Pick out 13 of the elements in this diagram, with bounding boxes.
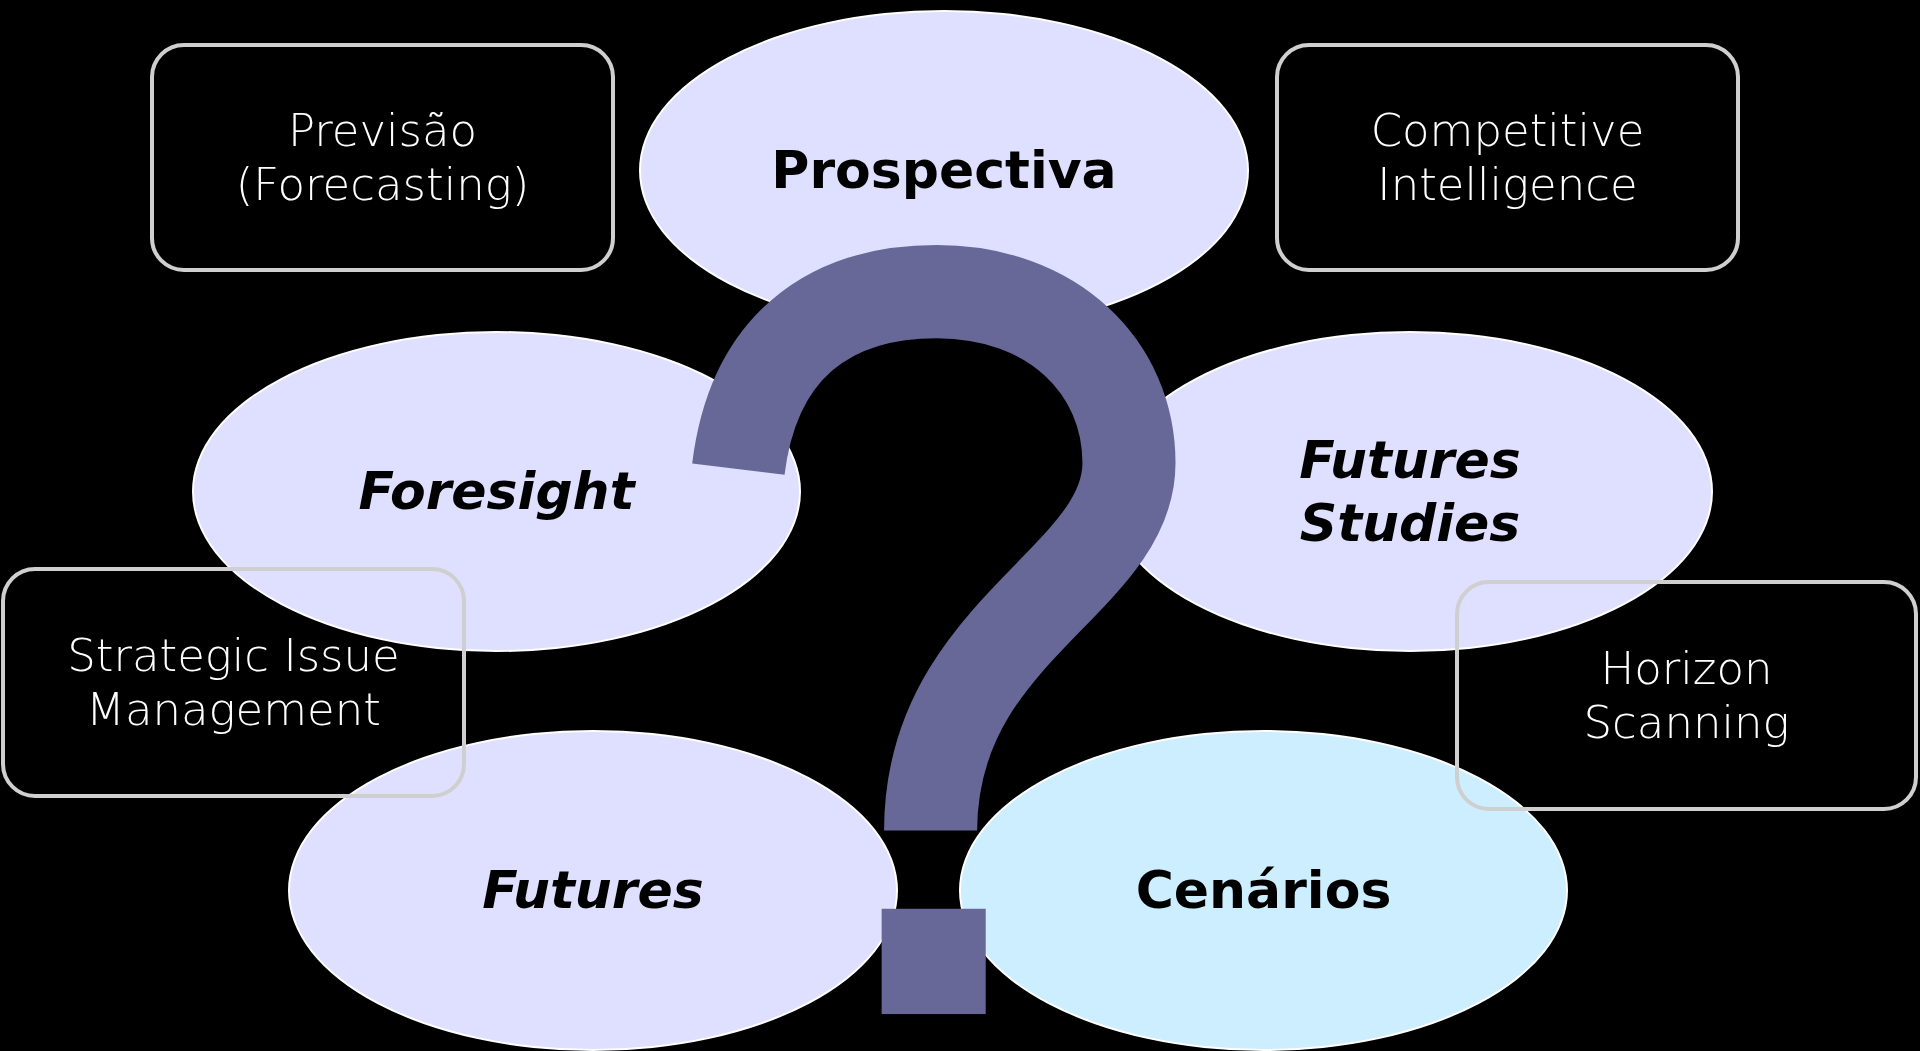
term-label: Futures bbox=[482, 859, 704, 922]
term-label: Strategic Issue Management bbox=[66, 628, 401, 737]
outlined-box bbox=[1, 567, 466, 798]
term-label: Competitive Intelligence bbox=[1369, 103, 1646, 212]
term-label: Previsão (Forecasting) bbox=[234, 103, 531, 212]
term-label: Cenários bbox=[1135, 859, 1392, 922]
term-label: Foresight bbox=[358, 460, 635, 523]
term-label: Horizon Scanning bbox=[1582, 641, 1791, 750]
term-label: Futures Studies bbox=[1298, 429, 1522, 554]
outlined-box bbox=[1455, 580, 1918, 811]
term-label: Prospectiva bbox=[771, 139, 1117, 202]
outlined-box bbox=[150, 43, 615, 272]
outlined-box bbox=[1275, 43, 1740, 272]
